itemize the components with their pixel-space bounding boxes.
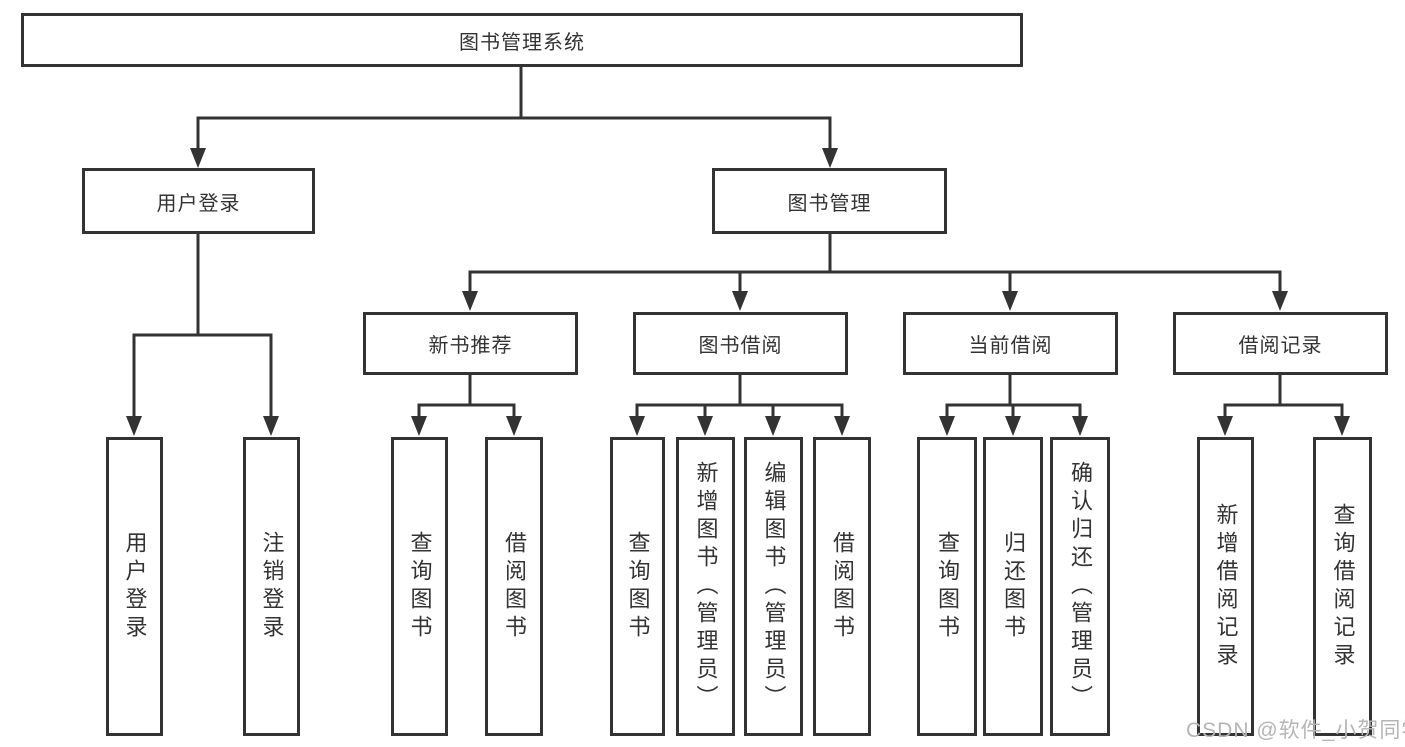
leaf-query-borrow-record: 查询借阅记录 (1313, 437, 1372, 736)
node-label: 借阅图书 (830, 530, 855, 643)
node-borrowing-records: 借阅记录 (1173, 312, 1388, 375)
leaf-add-books-admin: 新增图书（管理员） (676, 437, 735, 736)
node-label: 新书推荐 (428, 335, 513, 357)
node-user-login: 用户登录 (82, 168, 315, 234)
node-library-management-system: 图书管理系统 (21, 13, 1023, 67)
node-label: 查询图书 (407, 530, 433, 643)
node-label: 新增借阅记录 (1213, 502, 1239, 671)
leaf-query-books-borrow: 查询图书 (610, 437, 665, 736)
leaf-query-books-current: 查询图书 (917, 437, 977, 736)
node-label: 图书借阅 (698, 335, 783, 357)
node-label: 图书管理 (787, 192, 872, 215)
node-label: 当前借阅 (968, 335, 1053, 357)
node-label: 借阅图书 (502, 530, 527, 643)
node-new-book-recommendation: 新书推荐 (363, 312, 578, 375)
node-label: 用户登录 (122, 530, 148, 643)
node-label: 查询借阅记录 (1330, 502, 1356, 671)
leaf-return-books: 归还图书 (983, 437, 1043, 736)
node-label: 确认归还（管理员） (1068, 460, 1093, 713)
leaf-query-books-recommend: 查询图书 (391, 437, 448, 736)
leaf-borrow-books: 借阅图书 (813, 437, 871, 736)
leaf-user-login: 用户登录 (106, 437, 163, 736)
leaf-logout: 注销登录 (243, 437, 300, 736)
node-book-borrowing: 图书借阅 (633, 312, 848, 375)
leaf-add-borrow-record: 新增借阅记录 (1197, 437, 1254, 736)
node-label: 查询图书 (935, 530, 960, 643)
node-book-management: 图书管理 (712, 168, 947, 234)
node-label: 图书管理系统 (459, 31, 585, 54)
csdn-watermark: CSDN @软件_小贺同学 (1186, 719, 1405, 742)
node-label: 用户登录 (156, 192, 241, 215)
node-label: 编辑图书（管理员） (761, 460, 787, 713)
node-current-borrowing: 当前借阅 (903, 312, 1118, 375)
leaf-borrow-books-recommend: 借阅图书 (485, 437, 543, 736)
node-label: 查询图书 (625, 530, 651, 643)
leaf-confirm-return-admin: 确认归还（管理员） (1050, 437, 1110, 736)
node-label: 注销登录 (259, 530, 285, 643)
node-label: 新增图书（管理员） (693, 460, 719, 713)
node-label: 借阅记录 (1238, 335, 1323, 357)
node-label: 归还图书 (1001, 530, 1026, 643)
leaf-edit-books-admin: 编辑图书（管理员） (744, 437, 803, 736)
